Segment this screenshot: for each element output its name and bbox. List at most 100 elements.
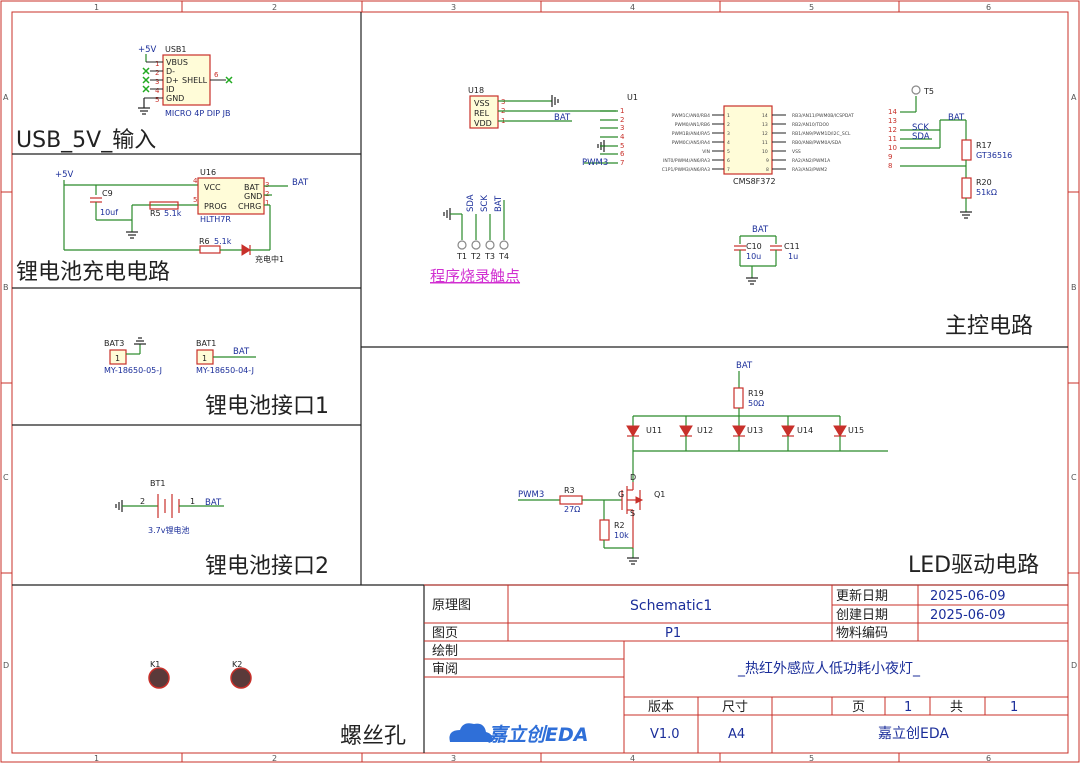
grid-row-a: A <box>3 93 9 102</box>
tb-material-label: 物料编码 <box>836 626 888 641</box>
c11-value: 1u <box>788 252 798 261</box>
grid-row-d-right: D <box>1071 661 1077 670</box>
mosfet-q1 <box>621 482 644 548</box>
led-u15: U15 <box>848 426 864 435</box>
programming-points[interactable]: SDA SCK BAT T1 T2 T3 T4 程序烧录触点 <box>430 194 520 285</box>
tp-t3-icon <box>485 240 495 250</box>
mcu-rpin-9: RA2/AN2/PWM1A <box>792 158 831 164</box>
u1-stub-num-5: 5 <box>620 142 624 150</box>
screw-k2-ref: K2 <box>232 660 242 669</box>
tp-t4-ref: T4 <box>498 252 509 261</box>
bat3-value: MY-18650-05-J <box>104 366 162 375</box>
tb-version-value: V1.0 <box>650 727 680 742</box>
bat3-ground-symbol <box>134 337 146 345</box>
tb-project-name: _热红外感应人低功耗小夜灯_ <box>737 660 921 677</box>
c10-value: 10u <box>746 252 761 261</box>
q1-drain: D <box>630 473 636 482</box>
tp-t3-ref: T3 <box>484 252 495 261</box>
mcu-rnum-9: 9 <box>766 158 769 164</box>
u1-stub-num-3: 3 <box>620 124 624 132</box>
usb-pin-num-5: 5 <box>155 96 159 104</box>
grid-col-5-bottom: 5 <box>809 754 814 763</box>
tb-create-value: 2025-06-09 <box>930 608 1006 623</box>
led-net-bat: BAT <box>736 361 753 371</box>
led-driver-circuit[interactable]: BAT R19 50Ω U11 U12 U13 U14 U15 PWM3 R3 … <box>518 361 888 565</box>
sheet-inner-frame <box>11 11 1069 754</box>
bat1-net: BAT <box>233 347 250 357</box>
grid-col-3: 3 <box>451 3 456 12</box>
title-block: 原理图 Schematic1 更新日期 2025-06-09 创建日期 2025… <box>424 584 1068 753</box>
q1-source: S <box>630 509 635 518</box>
tb-update-value: 2025-06-09 <box>930 589 1006 604</box>
charger-circuit[interactable]: +5V C9 10uf U16 VCC PROG BAT GND CHRG 4 … <box>55 168 309 264</box>
tb-draw-label: 绘制 <box>432 644 458 659</box>
mcu-lpin-4: PWM0C/AN5/RA4 <box>672 140 710 146</box>
usb-connector[interactable]: USB1 +5V VBUS D- D+ ID GND SHELL 1 2 3 4… <box>138 45 233 118</box>
tb-page-no-value: 1 <box>904 700 912 715</box>
screw-holes: K1 K2 <box>148 660 252 689</box>
led-ground-symbol <box>627 557 639 565</box>
screw-k2-icon <box>230 667 252 689</box>
tp-t2-ref: T2 <box>470 252 481 261</box>
charger-value: HLTH7R <box>200 215 231 224</box>
bt1-net: BAT <box>205 498 222 508</box>
mcu-rnum-12: 12 <box>762 131 768 137</box>
usb-pin-dm: D- <box>166 67 175 76</box>
usb-pin-id: ID <box>166 85 175 94</box>
battery-interface-2[interactable]: BT1 2 1 BAT 3.7v锂电池 <box>115 479 224 535</box>
u18-net-bat: BAT <box>554 113 571 123</box>
c10-ref: C10 <box>746 242 762 251</box>
section-title-usb: USB_5V_输入 <box>16 128 156 153</box>
mcu-lnum-6: 6 <box>727 158 730 164</box>
prog-net-sck: SCK <box>480 195 490 212</box>
grid-row-b-right: B <box>1071 283 1077 292</box>
tb-company: 嘉立创EDA <box>878 726 949 742</box>
net-bat-main: BAT <box>948 113 965 123</box>
r2-ref: R2 <box>614 521 625 530</box>
program-link[interactable]: 程序烧录触点 <box>430 267 520 285</box>
u1-stub-num-1: 1 <box>620 107 624 115</box>
pir-sensor-u18[interactable]: U18 VSS REL VDD 3 2 1 BAT <box>468 86 616 129</box>
usb-net-5v: +5V <box>138 45 157 55</box>
mcu-rpin-8: RA3/AN3/PWM2 <box>792 167 827 173</box>
charger-pin-num-1: 1 <box>265 199 269 207</box>
mcu-lnum-1: 1 <box>727 113 730 119</box>
mcu-lnum-3: 3 <box>727 131 730 137</box>
u18-pin-vss: VSS <box>474 99 490 108</box>
section-title-bat1: 锂电池接口1 <box>205 394 329 419</box>
grid-col-6-bottom: 6 <box>986 754 991 763</box>
section-title-main: 主控电路 <box>945 314 1033 339</box>
charger-pin-gnd: GND <box>244 192 262 201</box>
led-array <box>626 416 847 451</box>
battery-interface-1[interactable]: BAT3 1 MY-18650-05-J BAT1 1 BAT MY-18650… <box>104 337 256 375</box>
mcu-u1[interactable]: U1 1 2 3 4 5 6 7 PWM3 CMS8F372 <box>582 85 966 186</box>
bt1-ground-symbol <box>115 500 123 512</box>
stub-num-14: 14 <box>888 108 897 116</box>
c11-ref: C11 <box>784 242 800 251</box>
tb-update-label: 更新日期 <box>836 588 888 604</box>
tp-t4-icon <box>499 240 509 250</box>
r3-value: 27Ω <box>564 505 580 514</box>
r19-ref: R19 <box>748 389 764 398</box>
u1-stub-num-4: 4 <box>620 133 625 141</box>
r17-ref: R17 <box>976 141 992 150</box>
mcu-lpin-5: VIN <box>702 149 710 155</box>
r20-ref: R20 <box>976 178 992 187</box>
decoupling-caps[interactable]: BAT C10 10u C11 1u <box>734 225 800 285</box>
tb-page-no-label: 页 <box>852 700 865 715</box>
mcu-rpin-11: RB0/AN8/PWM0A/SDA <box>792 140 842 146</box>
u18-pin-vdd: VDD <box>474 119 492 128</box>
led-u14: U14 <box>797 426 813 435</box>
grid-col-6: 6 <box>986 3 991 12</box>
u1-stub-num-7: 7 <box>620 159 624 167</box>
bt1-pin-1: 1 <box>190 497 195 506</box>
charger-pin-bat: BAT <box>244 183 259 192</box>
mcu-rpin-10: VSS <box>792 149 801 155</box>
usb-pin-num-1: 1 <box>155 60 159 68</box>
mcu-rnum-14: 14 <box>762 113 768 119</box>
photoresistor-divider[interactable]: R17 GT36516 R20 51kΩ <box>960 120 1012 219</box>
prog-ground-symbol <box>443 208 451 220</box>
mcu-rnum-11: 11 <box>762 140 768 146</box>
c9-ref: C9 <box>102 189 113 198</box>
grid-col-5: 5 <box>809 3 814 12</box>
